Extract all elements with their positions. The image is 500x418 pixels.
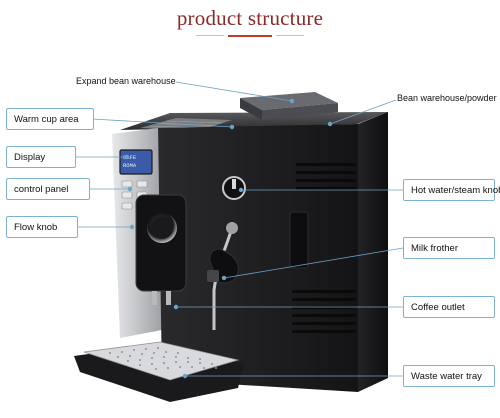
leader-lines xyxy=(76,81,404,377)
label-display: Display xyxy=(6,146,76,168)
label-warm-cup-area: Warm cup area xyxy=(6,108,94,130)
label-flow-knob: Flow knob xyxy=(6,216,78,238)
label-waste-water-tray: Waste water tray xyxy=(403,365,495,387)
machine-side xyxy=(358,112,388,392)
title-underline-right xyxy=(276,35,304,36)
display-line-2: ROMA xyxy=(123,162,137,169)
coffee-spout-head xyxy=(135,194,187,292)
label-expand-bean-warehouse: Expand bean warehouse xyxy=(76,76,176,86)
display-line-1: CAFE xyxy=(123,154,137,161)
label-milk-frother: Milk frother xyxy=(403,237,495,259)
label-control-panel: control panel xyxy=(6,178,90,200)
diagram-title: product structure xyxy=(176,6,324,30)
label-coffee-outlet: Coffee outlet xyxy=(403,296,495,318)
title-underline-left xyxy=(196,35,224,36)
coffee-outlet-nozzle-left xyxy=(152,291,157,305)
label-hot-water-steam-knob: Hot water/steam knob xyxy=(403,179,500,201)
side-vents xyxy=(292,163,356,333)
coffee-outlet-nozzle-right xyxy=(166,291,171,305)
water-tank-handle xyxy=(289,211,309,269)
label-bean-warehouse-powder: Bean warehouse/powder xyxy=(397,93,497,103)
title-underline xyxy=(228,35,272,37)
